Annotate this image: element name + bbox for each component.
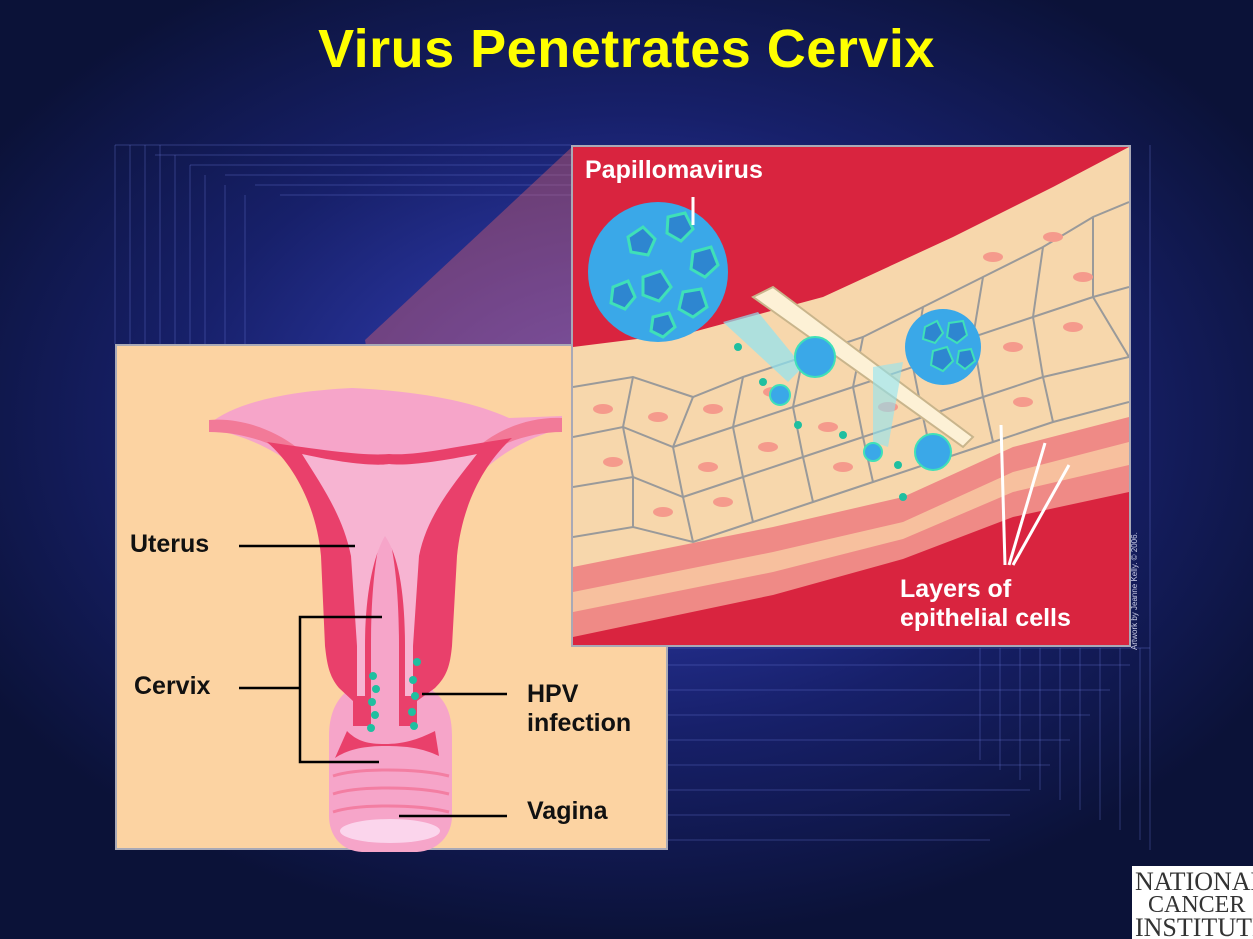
- logo-line3: INSTITUTE: [1135, 913, 1253, 939]
- epithelium-illustration: [573, 147, 1129, 645]
- label-vagina: Vagina: [527, 797, 608, 826]
- artwork-credit-text: Artwork by Jeanne Kelly. © 2006.: [1130, 532, 1139, 650]
- label-epithelial-layers: Layers of epithelial cells: [900, 575, 1071, 633]
- label-hpv-line2: infection: [527, 709, 631, 738]
- zoom-panel: [571, 145, 1131, 647]
- slide-title: Virus Penetrates Cervix: [0, 18, 1253, 80]
- nci-logo: NATIONAL CANCER INSTITUTE: [1132, 866, 1253, 939]
- label-layers-line1: Layers of: [900, 575, 1071, 604]
- label-papillomavirus: Papillomavirus: [585, 156, 763, 185]
- label-hpv-infection: HPV infection: [527, 680, 631, 738]
- label-hpv-line1: HPV: [527, 680, 631, 709]
- label-uterus: Uterus: [130, 530, 209, 559]
- nci-logo-wordmark: NATIONAL CANCER INSTITUTE: [1132, 866, 1253, 939]
- label-cervix: Cervix: [134, 672, 210, 701]
- label-layers-line2: epithelial cells: [900, 604, 1071, 633]
